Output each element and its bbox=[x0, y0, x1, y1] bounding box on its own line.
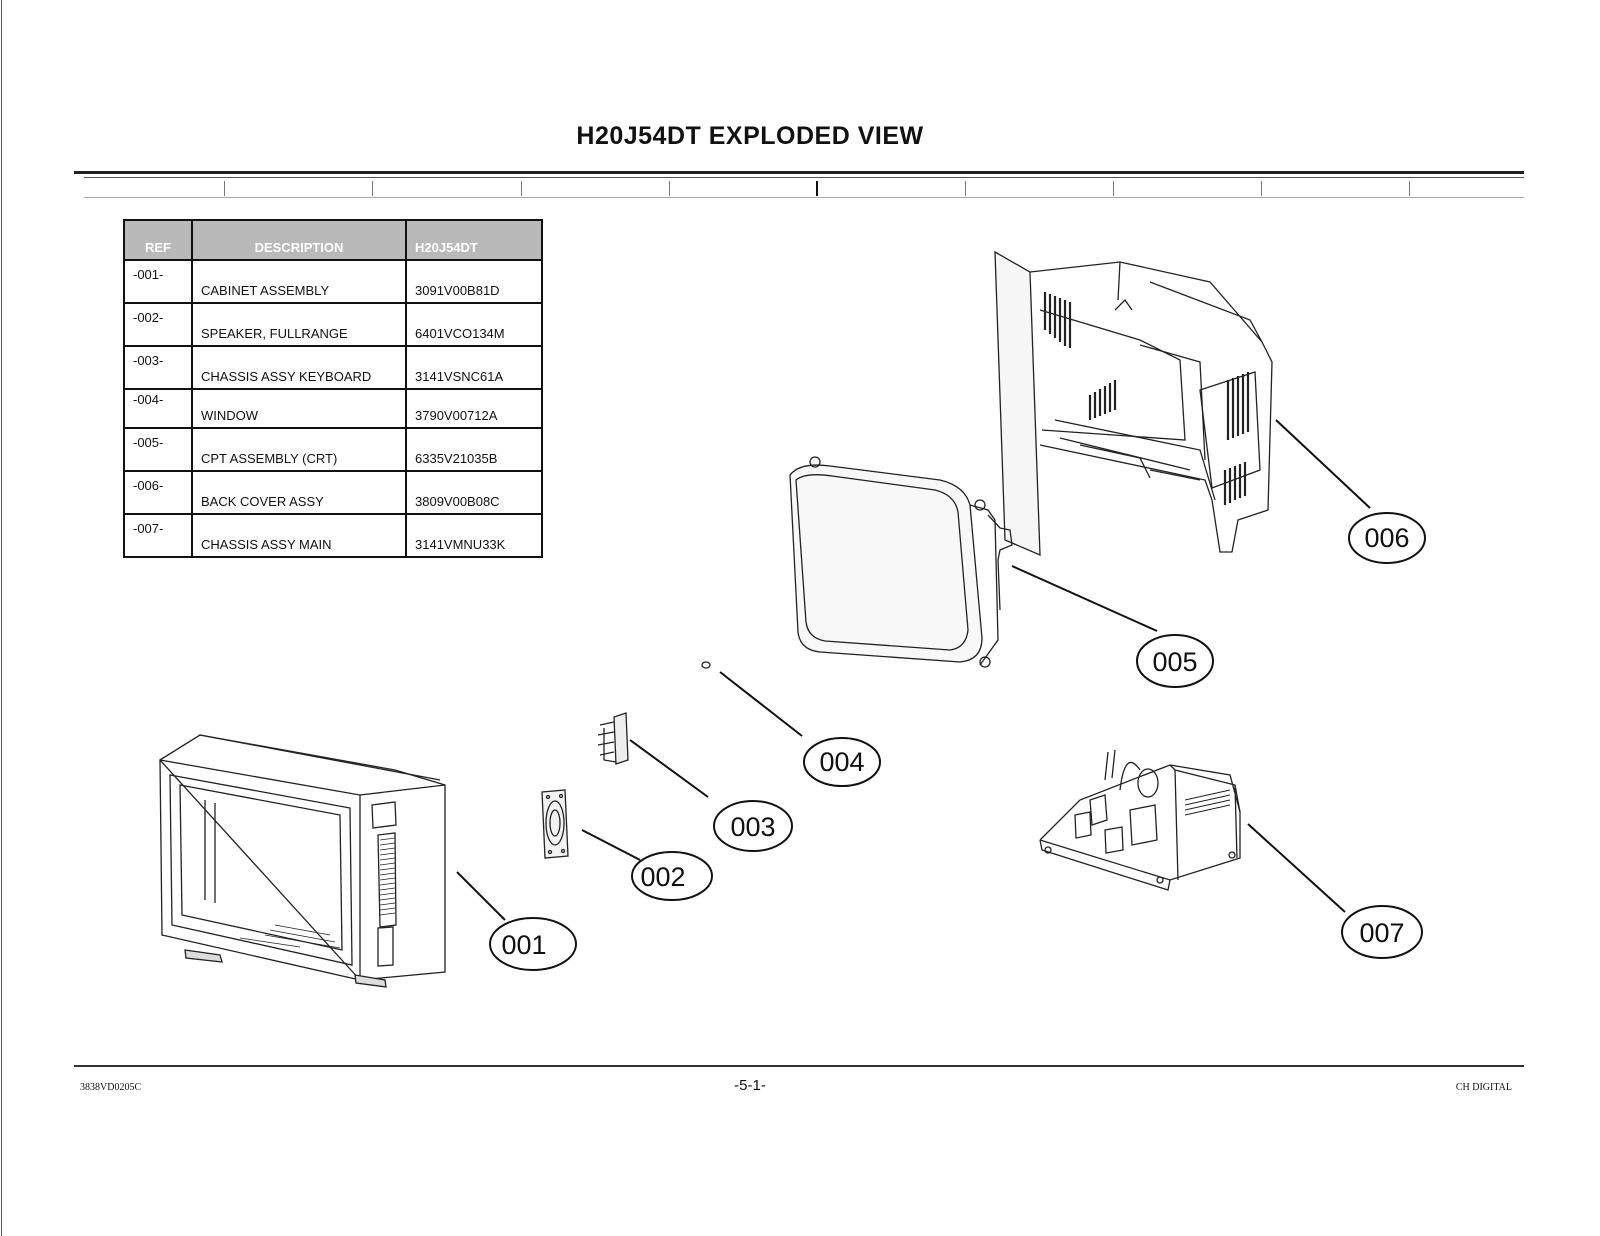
table-row: -004- WINDOW 3790V00712A bbox=[123, 388, 543, 429]
row-ref: -005- bbox=[123, 427, 193, 472]
footer-doc-number: 3838VD0205C bbox=[80, 1082, 142, 1093]
row-description: CPT ASSEMBLY (CRT) bbox=[191, 427, 407, 472]
callout-004: 004 bbox=[819, 747, 864, 777]
row-description: CHASSIS ASSY MAIN bbox=[191, 513, 407, 558]
ruler-tick bbox=[669, 181, 670, 196]
row-description: SPEAKER, FULLRANGE bbox=[191, 302, 407, 347]
window-part-illustration bbox=[701, 661, 711, 669]
ruler-tick-center bbox=[816, 181, 818, 196]
page-border bbox=[1, 0, 2, 1236]
row-description: CHASSIS ASSY KEYBOARD bbox=[191, 345, 407, 390]
callout-003: 003 bbox=[730, 812, 775, 842]
callout-006: 006 bbox=[1364, 523, 1409, 553]
header-rule bbox=[74, 171, 1524, 174]
ruler-tick bbox=[224, 181, 225, 196]
row-ref: -002- bbox=[123, 302, 193, 347]
callout-007-bubble bbox=[1341, 905, 1423, 959]
callout-006-bubble bbox=[1348, 512, 1426, 564]
table-row: -005- CPT ASSEMBLY (CRT) 6335V21035B bbox=[123, 427, 543, 472]
row-ref: -006- bbox=[123, 470, 193, 515]
callout-003-bubble bbox=[713, 800, 793, 852]
callout-002-bubble bbox=[631, 851, 713, 901]
row-part-number: 3091V00B81D bbox=[405, 259, 543, 304]
row-part-number: 3141VMNU33K bbox=[405, 513, 543, 558]
row-description: WINDOW bbox=[191, 388, 407, 429]
callout-005: 005 bbox=[1152, 647, 1197, 677]
col-header-ref: REF bbox=[123, 219, 193, 261]
leader-lines bbox=[456, 419, 1371, 921]
ruler-tick bbox=[1261, 181, 1262, 196]
footer-rule bbox=[74, 1065, 1524, 1067]
ruler-tick bbox=[372, 181, 373, 196]
keyboard-chassis-illustration bbox=[597, 712, 629, 765]
row-ref: -001- bbox=[123, 259, 193, 304]
row-description: BACK COVER ASSY bbox=[191, 470, 407, 515]
col-header-description: DESCRIPTION bbox=[191, 219, 407, 261]
table-row: -006- BACK COVER ASSY 3809V00B08C bbox=[123, 470, 543, 515]
row-ref: -004- bbox=[123, 388, 193, 429]
row-part-number: 6335V21035B bbox=[405, 427, 543, 472]
row-part-number: 3790V00712A bbox=[405, 388, 543, 429]
header-rule-thin bbox=[84, 177, 1524, 178]
callout-002: 002 bbox=[640, 862, 685, 892]
table-row: -003- CHASSIS ASSY KEYBOARD 3141VSNC61A bbox=[123, 345, 543, 390]
header-rule-lower bbox=[84, 197, 1524, 198]
cabinet-illustration bbox=[158, 734, 446, 988]
speaker-illustration bbox=[541, 789, 569, 859]
ruler-tick bbox=[1113, 181, 1114, 196]
parts-table-header: REF DESCRIPTION H20J54DT bbox=[123, 219, 543, 261]
table-row: -001- CABINET ASSEMBLY 3091V00B81D bbox=[123, 259, 543, 304]
callout-004-bubble bbox=[803, 737, 881, 787]
row-part-number: 6401VCO134M bbox=[405, 302, 543, 347]
row-part-number: 3141VSNC61A bbox=[405, 345, 543, 390]
callout-007: 007 bbox=[1359, 918, 1404, 948]
main-chassis-illustration bbox=[1039, 749, 1241, 891]
row-description: CABINET ASSEMBLY bbox=[191, 259, 407, 304]
page-title: H20J54DT EXPLODED VIEW bbox=[576, 122, 924, 150]
table-row: -007- CHASSIS ASSY MAIN 3141VMNU33K bbox=[123, 513, 543, 558]
page-number: -5-1- bbox=[734, 1077, 766, 1094]
callout-001: 001 bbox=[501, 930, 546, 960]
footer-chassis-label: CH DIGITAL bbox=[1455, 1082, 1512, 1093]
callout-005-bubble bbox=[1136, 634, 1214, 688]
parts-table: REF DESCRIPTION H20J54DT -001- CABINET A… bbox=[123, 219, 543, 558]
row-part-number: 3809V00B08C bbox=[405, 470, 543, 515]
row-ref: -007- bbox=[123, 513, 193, 558]
callout-001-bubble bbox=[489, 917, 577, 971]
table-row: -002- SPEAKER, FULLRANGE 6401VCO134M bbox=[123, 302, 543, 347]
callout-bubbles bbox=[489, 512, 1426, 971]
crt-illustration bbox=[789, 456, 1013, 668]
col-header-model: H20J54DT bbox=[405, 219, 543, 261]
ruler-tick bbox=[1409, 181, 1410, 196]
ruler-tick bbox=[965, 181, 966, 196]
back-cover-illustration bbox=[994, 250, 1273, 557]
ruler-tick bbox=[521, 181, 522, 196]
row-ref: -003- bbox=[123, 345, 193, 390]
